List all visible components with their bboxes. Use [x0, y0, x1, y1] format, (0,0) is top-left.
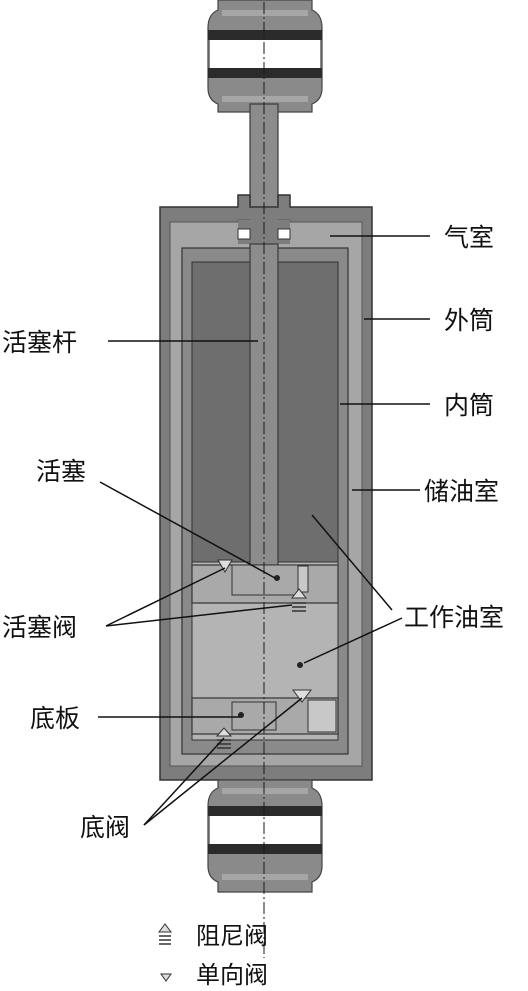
base-damping-valve-icon [215, 727, 233, 749]
legend-check-valve-label: 单向阀 [196, 961, 268, 989]
label-gas-chamber: 气室 [444, 223, 494, 252]
piston-damping-valve-icon [290, 588, 308, 612]
piston-marker [274, 575, 280, 581]
gas-chamber-right [277, 228, 291, 240]
damping-valve-icon [158, 923, 172, 945]
label-base-plate: 底板 [30, 704, 80, 733]
piston [191, 564, 339, 604]
label-base-valve: 底阀 [80, 813, 130, 842]
label-piston: 活塞 [36, 457, 86, 486]
label-inner-tube: 内筒 [444, 391, 494, 420]
label-piston-rod: 活塞杆 [2, 328, 77, 357]
base-check-valve-icon [292, 689, 312, 703]
gas-chamber [237, 228, 251, 240]
piston-check-valve-icon [217, 559, 233, 573]
label-working-chamber: 工作油室 [404, 603, 504, 632]
bottom-mount [207, 779, 323, 893]
label-reservoir: 储油室 [424, 477, 499, 506]
label-outer-tube: 外筒 [444, 306, 494, 335]
leader-lines [98, 235, 430, 826]
label-piston-valve: 活塞阀 [2, 613, 77, 642]
legend: 阻尼阀 单向阀 [158, 922, 268, 989]
legend-damping-valve-label: 阻尼阀 [196, 922, 268, 950]
top-mount [207, 0, 323, 113]
check-valve-icon [160, 973, 172, 982]
working-chamber-marker [297, 662, 303, 668]
